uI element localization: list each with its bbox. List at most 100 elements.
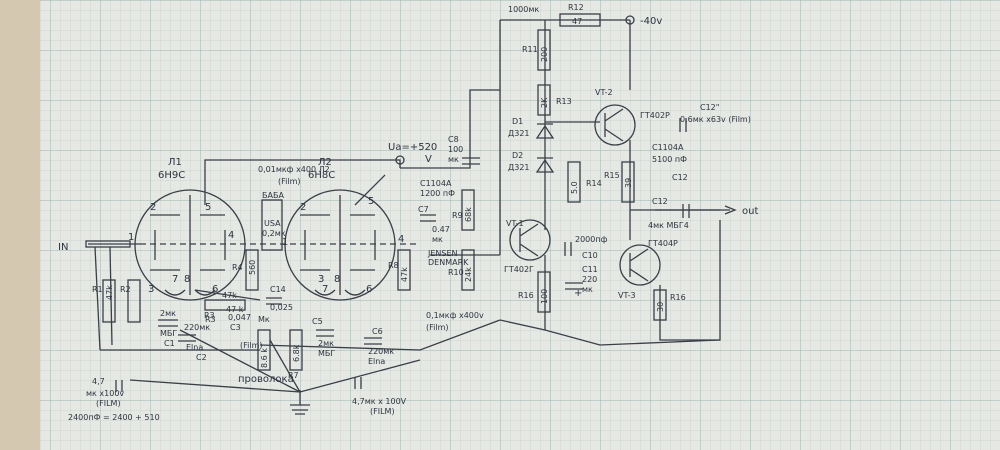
value-c3: 0,047 xyxy=(228,313,251,322)
supply-ua-unit: V xyxy=(425,154,432,165)
label-r13: R13 xyxy=(556,97,572,106)
unit-c8: мк xyxy=(448,155,459,164)
label-c2: C2 xyxy=(196,353,207,362)
label-c12b: C12 xyxy=(652,197,668,206)
tube-v2-pin: 3 xyxy=(318,274,324,285)
type-vt1: ГТ402Г xyxy=(504,265,534,274)
label-r10: R10 xyxy=(448,268,464,277)
value-r16: 100 xyxy=(540,289,549,304)
supply-terminal-neg xyxy=(625,15,635,25)
tube-v1-pin: 5 xyxy=(205,202,211,213)
value-r12: 47 xyxy=(572,17,582,26)
label-c6: C6 xyxy=(372,327,383,336)
capacitor-c12-top xyxy=(679,118,687,132)
tube-v2-pin: 5 xyxy=(368,196,374,207)
tube-v1-pin: 3 xyxy=(148,284,154,295)
value-c-film-left: 4,7 xyxy=(92,377,105,386)
label-c3: C3 xyxy=(230,323,241,332)
tube-v1-label: Л1 xyxy=(168,157,182,168)
type-c220: Elna xyxy=(368,357,385,366)
tube-v1-pin: 7 xyxy=(172,274,178,285)
resistor-r7 xyxy=(289,329,303,371)
resistor-r16 xyxy=(537,271,551,313)
value-47k-mid: 47 k xyxy=(226,305,244,314)
resistor-r10 xyxy=(461,249,475,291)
tube-v1-pin: 1 xyxy=(128,232,134,243)
tube-v2-pin: 7 xyxy=(322,284,328,295)
value-c12-top: 0,6мк х63v (Film) xyxy=(680,115,751,124)
value-c-4mk: 4мк МБГ4 xyxy=(648,221,689,230)
label-r9: R9 xyxy=(452,211,463,220)
type-d1: Д321 xyxy=(508,129,530,138)
tube-v2-pin: 2 xyxy=(300,202,306,213)
value-c1: 2мк xyxy=(160,309,176,318)
unit-c11: мк xyxy=(582,285,593,294)
value-c14: 0,025 xyxy=(270,303,293,312)
capacitor-c6 xyxy=(364,337,382,345)
tube-v1-pin: 4 xyxy=(228,230,234,241)
value-r8: 47k xyxy=(400,267,409,282)
label-r7: R7 xyxy=(288,371,299,380)
type-c-film-right: (FILM) xyxy=(370,407,395,416)
capacitor-film-left xyxy=(115,380,123,392)
wiring xyxy=(85,19,721,406)
label-c-film-mid-b: (Film) xyxy=(278,177,301,186)
output-label: out xyxy=(742,206,758,217)
resistor-r2 xyxy=(127,279,141,323)
label-c-jensen: JENSEN xyxy=(427,249,458,258)
value-r4: 560 xyxy=(248,260,257,275)
tube-v2-pin: 1 xyxy=(282,237,288,248)
unit-c-film-left: мк х100v xyxy=(86,389,124,398)
value-r1: 47k xyxy=(105,285,114,300)
label-r8: R8 xyxy=(388,261,399,270)
resistor-r6 xyxy=(257,329,271,371)
value-c2400: 2400пФ = 2400 + 510 xyxy=(68,413,160,422)
value-c2: 220мк xyxy=(184,323,210,332)
type-c-film-mid: (Film) xyxy=(240,341,263,350)
capacitor-c7 xyxy=(420,214,436,222)
value-c11: 220 xyxy=(582,275,597,284)
type-c5: МБГ xyxy=(318,349,335,358)
label-c5: C5 xyxy=(312,317,323,326)
tube-v2-pin: 6 xyxy=(366,284,372,295)
capacitor-symbols xyxy=(115,118,690,392)
input-jack xyxy=(85,240,131,248)
tube-v1-pin: 6 xyxy=(212,284,218,295)
resistor-r1 xyxy=(102,279,116,323)
supply-ua-label: Ua=+520 xyxy=(388,142,437,153)
output-terminal xyxy=(655,205,737,215)
label-c12-mid: C1104А xyxy=(652,143,684,152)
note-wire: проволока xyxy=(238,374,294,385)
tube-v2-type: 6Н8С xyxy=(308,170,335,181)
label-r16: R16 xyxy=(518,291,534,300)
label-c-baba: БАБА xyxy=(262,191,284,200)
diode-d2 xyxy=(535,157,555,173)
label-c-film-bottom: 0,1мкф х400v xyxy=(426,311,484,320)
input-label: IN xyxy=(58,242,68,253)
label-c11: C11 xyxy=(582,265,598,274)
tube-v2-envelope xyxy=(284,189,396,301)
value-c9: 1200 пФ xyxy=(420,189,455,198)
resistor-r4 xyxy=(245,249,259,291)
type-vt3: ГТ404Р xyxy=(648,239,678,248)
resistor-bodies xyxy=(102,13,667,371)
value-r9: 68k xyxy=(464,207,473,222)
unit-c7: мк xyxy=(432,235,443,244)
note-mk: Мк xyxy=(258,315,270,324)
tube-v2-label: Л2 xyxy=(318,157,332,168)
supply-neg-label: -40v xyxy=(640,16,662,27)
label-r1: R1 xyxy=(92,285,103,294)
tube-v1-envelope xyxy=(134,189,246,301)
label-vt2: VT-2 xyxy=(595,88,613,97)
transistor-vt3 xyxy=(619,244,661,286)
label-r16b: R16 xyxy=(670,293,686,302)
label-c-film-mid: 0,01мкф х400 Л2 xyxy=(258,165,330,174)
capacitor-c14 xyxy=(266,297,282,305)
label-r3b: R3 xyxy=(204,311,215,320)
value-r16b: 30 xyxy=(656,302,665,312)
tube-v1: Л1 6Н9С 1 2 3 4 5 6 7 8 xyxy=(128,157,246,301)
value-c5: 2мк xyxy=(318,339,334,348)
capacitor-c5 xyxy=(316,329,334,337)
